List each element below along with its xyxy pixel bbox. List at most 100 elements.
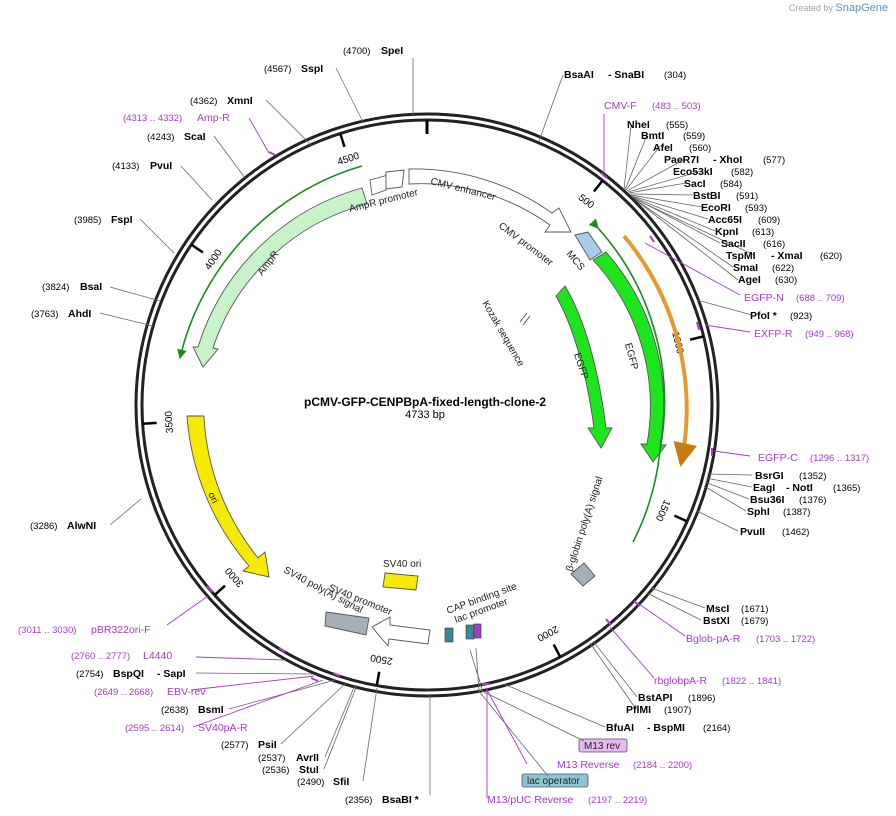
box-lac-operator: lac operator bbox=[527, 776, 580, 787]
tick-mark bbox=[673, 514, 688, 523]
feature-beta-globin-polya bbox=[570, 562, 596, 587]
tick-label: 3500 bbox=[163, 410, 175, 433]
enzyme-xmni: XmnI bbox=[227, 95, 253, 107]
enzyme-bsabi: BsaBI * bbox=[382, 794, 420, 806]
enzyme-pfoi: PfoI * bbox=[750, 310, 778, 322]
enzyme-eagi: EagI bbox=[753, 482, 775, 494]
box-m13-rev: M13 rev bbox=[584, 741, 620, 752]
features bbox=[177, 165, 698, 648]
enzyme-pvuii-pos: (1462) bbox=[782, 527, 809, 538]
watermark-brand: SnapGene bbox=[835, 2, 888, 14]
enzyme-pvui-pos: (4133) bbox=[112, 161, 139, 172]
tick-mark bbox=[213, 584, 226, 596]
primer-pbr322ori-f: pBR322ori-F bbox=[91, 624, 151, 636]
enzyme-ecori: EcoRI bbox=[701, 202, 731, 214]
enzyme-afei: AfeI bbox=[653, 142, 673, 154]
tick-label: 3000 bbox=[223, 565, 246, 589]
label-mcs: MCS bbox=[564, 249, 587, 273]
tick-label: 4000 bbox=[203, 247, 225, 272]
enzyme-ecori-pos: (593) bbox=[745, 203, 767, 214]
primer-rbglobpa-r-range: (1822 .. 1841) bbox=[722, 676, 781, 687]
feature-egfp-inner bbox=[555, 285, 613, 449]
enzyme-bfuai: BfuAI bbox=[606, 722, 634, 734]
enzyme-bmti: BmtI bbox=[641, 130, 664, 142]
primer-l4440: L4440 bbox=[143, 650, 172, 662]
primer-cmv-f-range: (483 .. 503) bbox=[652, 101, 701, 112]
primer-m13-puc-reverse: M13/pUC Reverse bbox=[487, 794, 574, 806]
feature-lac-box-3 bbox=[473, 623, 482, 639]
backbone bbox=[134, 112, 720, 698]
label-sv40-ori: SV40 ori bbox=[383, 559, 421, 570]
plasmid-name: pCMV-GFP-CENPBpA-fixed-length-clone-2 bbox=[304, 395, 546, 409]
enzyme-pvuii: PvuII bbox=[740, 526, 765, 538]
enzyme-tspmi-pos: (620) bbox=[820, 251, 842, 262]
enzyme-bsmi: BsmI bbox=[198, 704, 224, 716]
enzyme-bsu36i: Bsu36I bbox=[750, 494, 785, 506]
feature-ampr-promoter bbox=[369, 174, 389, 196]
primer-l4440-range: (2760 .. 2777) bbox=[71, 651, 130, 662]
primer-exfp-r-range: (949 .. 968) bbox=[805, 329, 854, 340]
primer-bglob-pa-r: Bglob-pA-R bbox=[686, 633, 741, 645]
enzyme-bsrgi-pos: (1352) bbox=[799, 471, 826, 482]
tick-mark bbox=[190, 243, 204, 254]
enzyme-agei: AgeI bbox=[738, 274, 761, 286]
primer-exfp-r: EXFP-R bbox=[754, 328, 793, 340]
enzyme-kpni: KpnI bbox=[715, 226, 738, 238]
enzyme-stui: StuI bbox=[299, 764, 319, 776]
enzyme-agei-pos: (630) bbox=[775, 275, 797, 286]
enzyme-saci: SacI bbox=[684, 178, 706, 190]
feature-ampr bbox=[192, 187, 368, 368]
enzyme-sspi: SspI bbox=[301, 63, 323, 75]
label-cmv-promoter: CMV promoter bbox=[496, 221, 555, 269]
enzyme-bfuai-extra: - BspMI bbox=[647, 722, 685, 734]
primer-amp-r-range: (4313 .. 4332) bbox=[123, 113, 182, 124]
enzyme-tspmi-extra: - XmaI bbox=[771, 250, 803, 262]
enzyme-bstbi: BstBI bbox=[693, 190, 721, 202]
primer-cmv-f: CMV-F bbox=[604, 100, 637, 112]
feature-cmv-enhancer bbox=[408, 168, 572, 233]
enzyme-paer7i-pos: (577) bbox=[763, 155, 785, 166]
enzyme-pflmi-pos: (1907) bbox=[664, 705, 691, 716]
enzyme-scai: ScaI bbox=[184, 131, 206, 143]
feature-sv40-ori bbox=[382, 572, 419, 591]
enzyme-tspmi: TspMI bbox=[726, 250, 756, 262]
enzyme-eagi-extra: - NotI bbox=[786, 482, 813, 494]
enzyme-acc65i: Acc65I bbox=[708, 214, 742, 226]
watermark-prefix: Created by bbox=[788, 3, 833, 13]
tick-mark bbox=[375, 671, 381, 686]
primer-m13-reverse-range: (2184 .. 2200) bbox=[633, 760, 692, 771]
feature-sv40-polya bbox=[324, 611, 370, 636]
primer-pbr322ori-f-range: (3011 .. 3030) bbox=[18, 625, 76, 636]
primer-labels: CMV-F (483 .. 503) EGFP-N (688 .. 709) E… bbox=[18, 100, 869, 806]
enzyme-pfoi-pos: (923) bbox=[790, 311, 812, 322]
enzyme-afei-pos: (560) bbox=[689, 143, 711, 154]
enzyme-bspqi: BspQI bbox=[113, 668, 144, 680]
tick-mark bbox=[552, 643, 562, 658]
enzyme-psii: PsiI bbox=[258, 739, 277, 751]
primer-m13-reverse: M13 Reverse bbox=[557, 759, 620, 771]
enzyme-bstapi-pos: (1896) bbox=[688, 693, 715, 704]
enzyme-bstbi-pos: (591) bbox=[736, 191, 758, 202]
primer-sv40pa-r: SV40pA-R bbox=[198, 722, 248, 734]
tick-label: 4500 bbox=[336, 151, 361, 168]
snapgene-watermark: Created by SnapGene bbox=[789, 2, 888, 14]
enzyme-stui-pos: (2536) bbox=[262, 765, 289, 776]
enzyme-fspi: FspI bbox=[111, 214, 133, 226]
enzyme-sphi: SphI bbox=[747, 506, 770, 518]
enzyme-bsaai-pos: (304) bbox=[664, 70, 686, 81]
feature-lac-box-1 bbox=[444, 627, 454, 643]
enzyme-sphi-pos: (1387) bbox=[783, 507, 810, 518]
enzyme-nhei-pos: (555) bbox=[666, 120, 688, 131]
primer-egfp-n-range: (688 .. 709) bbox=[796, 293, 845, 304]
tick-mark bbox=[592, 179, 604, 193]
enzyme-bsai-pos: (3824) bbox=[42, 282, 69, 293]
tick-mark bbox=[142, 421, 157, 426]
boxed-labels: M13 rev lac operator bbox=[477, 689, 628, 788]
enzyme-eco53ki-pos: (582) bbox=[731, 167, 753, 178]
enzyme-bsabi-pos: (2356) bbox=[345, 795, 372, 806]
primer-egfp-c-range: (1296 .. 1317) bbox=[810, 453, 869, 464]
primer-egfp-c: EGFP-C bbox=[758, 452, 798, 464]
enzyme-bsaai-extra: - SnaBI bbox=[608, 69, 644, 81]
enzyme-sfii: SfiI bbox=[333, 776, 349, 788]
